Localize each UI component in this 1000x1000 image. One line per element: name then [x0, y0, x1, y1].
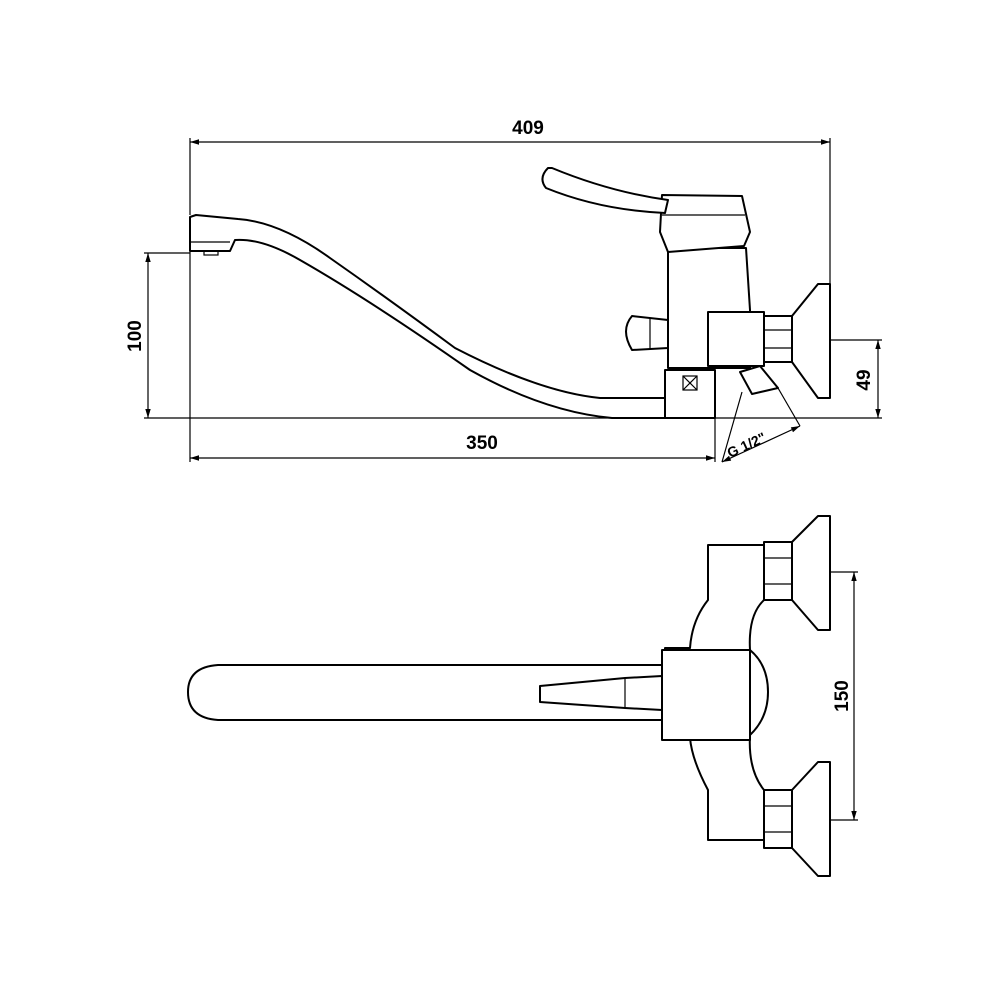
- spout-side: [189, 214, 666, 419]
- hex-nut-side: [763, 315, 793, 363]
- connector-block: [707, 311, 765, 367]
- inlet-pipe: [739, 365, 779, 395]
- top-view: [187, 515, 831, 877]
- dim-spout-height: 100: [125, 320, 146, 352]
- wall-flange-side: [791, 283, 831, 399]
- diverter-knob: [625, 315, 669, 351]
- wall-flange-lower: [791, 761, 831, 877]
- spout-top: [187, 664, 666, 721]
- lever-base-top: [661, 649, 751, 741]
- dim-overall-length: 409: [512, 118, 544, 139]
- cartridge-housing: [659, 194, 751, 253]
- spout-collar: [664, 369, 716, 419]
- side-view: [189, 167, 831, 419]
- dim-outlet-height: 49: [854, 369, 875, 390]
- lever-handle: [541, 167, 669, 214]
- dim-inlet-spacing: 150: [832, 680, 853, 712]
- hex-nut-upper: [763, 541, 793, 601]
- hex-nut-lower: [763, 789, 793, 849]
- dim-thread: G 1/2": [725, 429, 769, 461]
- wall-flange-upper: [791, 515, 831, 631]
- dim-spout-reach: 350: [466, 433, 498, 454]
